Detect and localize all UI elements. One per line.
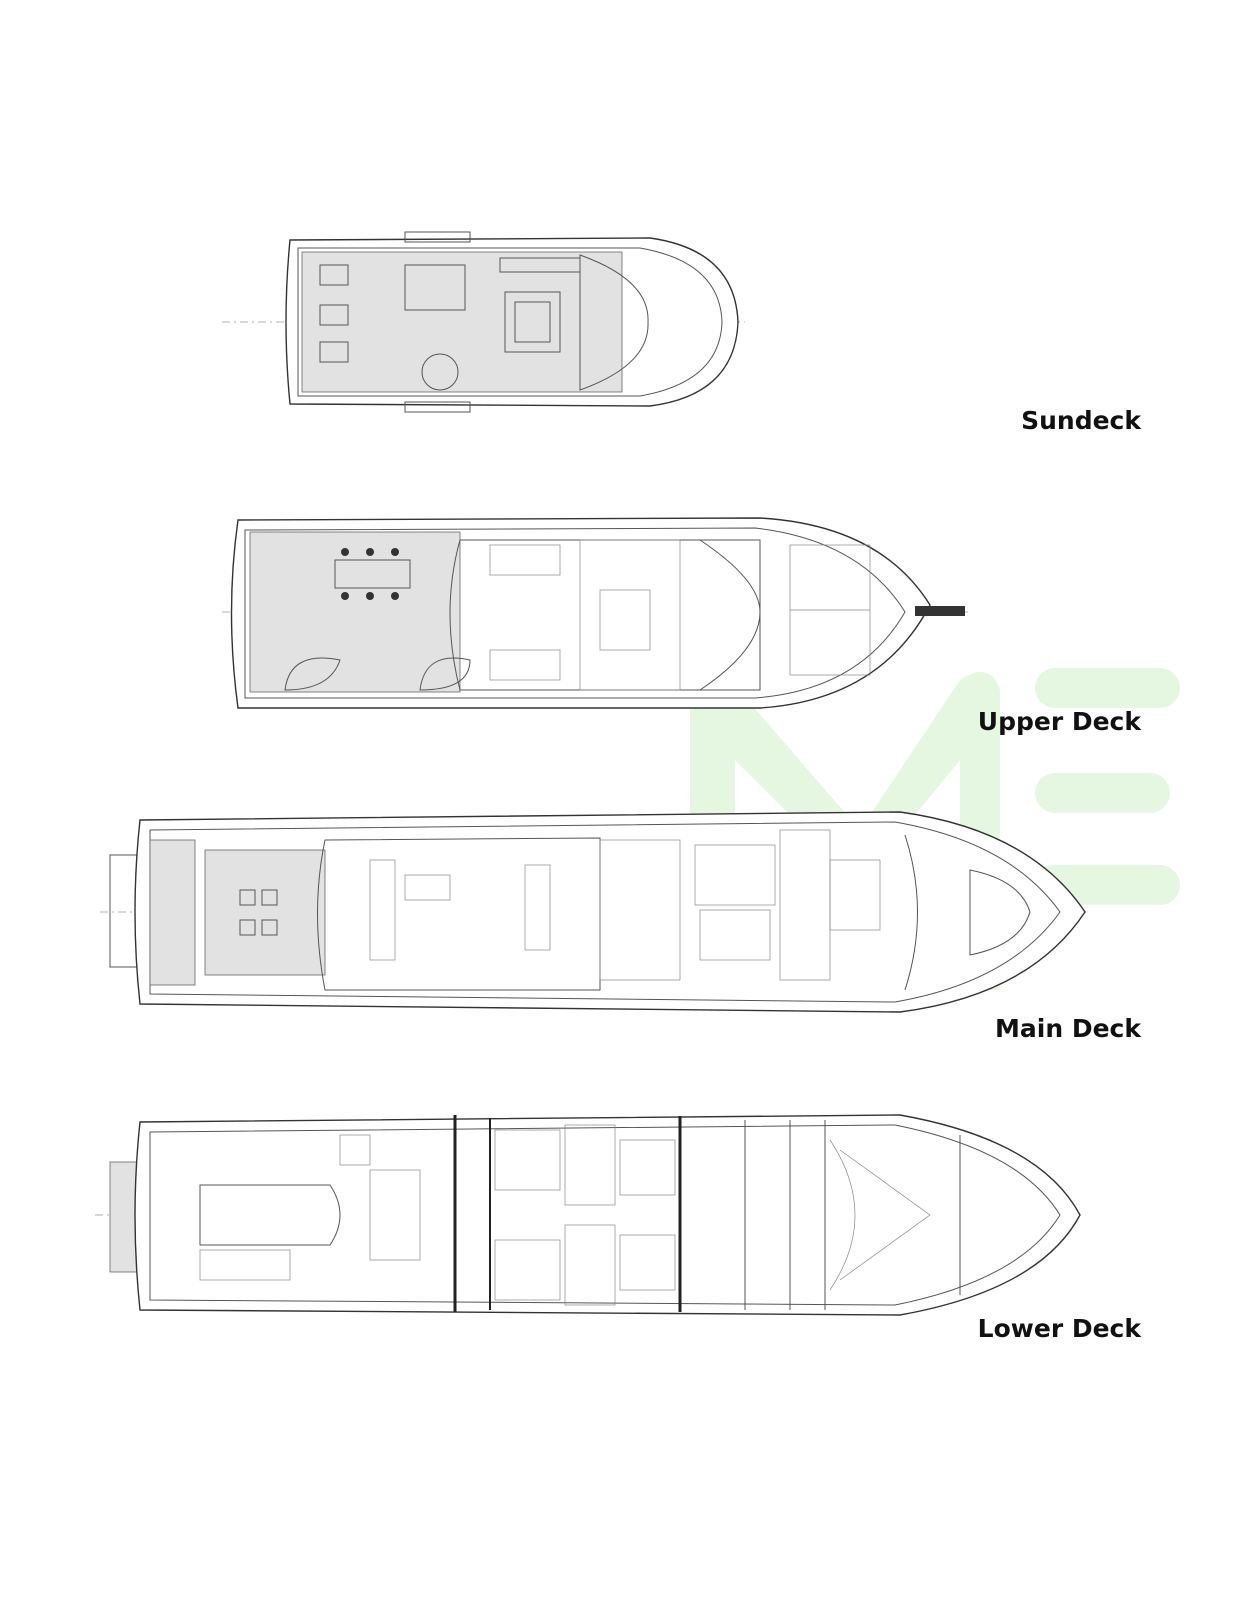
lower-deck-plan <box>95 1114 1081 1316</box>
sundeck-plan <box>222 231 745 413</box>
main-deck-label: Main Deck <box>995 1014 1141 1043</box>
upper-deck-label: Upper Deck <box>977 707 1141 736</box>
lower-deck-label: Lower Deck <box>977 1314 1141 1343</box>
main-deck-plan <box>100 811 1090 1013</box>
sundeck-label: Sundeck <box>1021 406 1141 435</box>
upper-deck-plan <box>222 517 970 709</box>
